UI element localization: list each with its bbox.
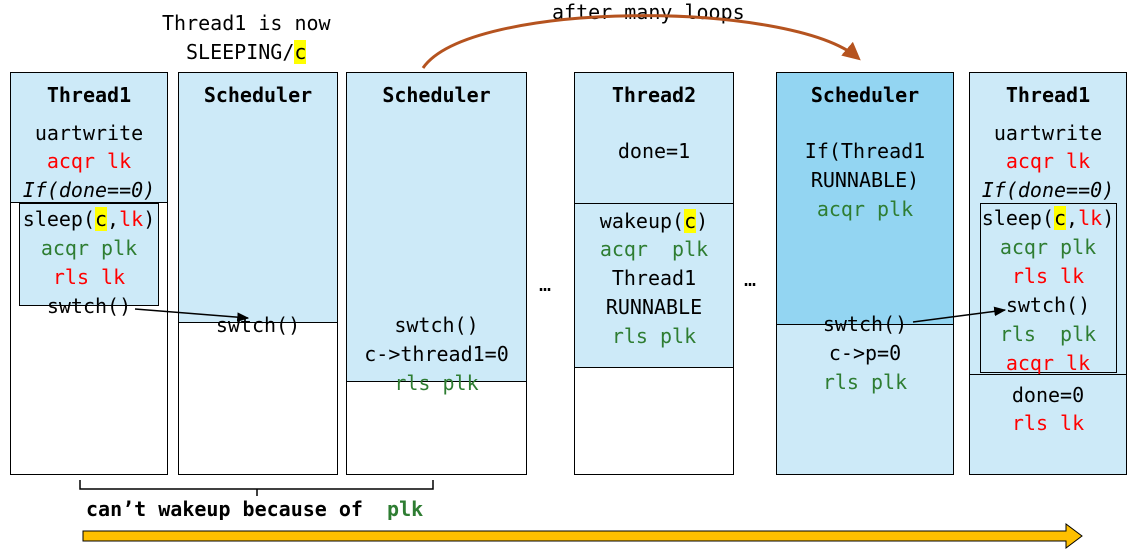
- sleeping-note-line2: SLEEPING/c: [186, 40, 307, 64]
- thread1-b-acqr-plk: acqr plk: [999, 235, 1097, 259]
- thread1-b-acqr-lk: acqr lk: [1005, 149, 1091, 173]
- sleep-comma: ,: [107, 207, 120, 231]
- thread1-b-rls-lk: rls lk: [1011, 264, 1085, 288]
- thread1-b-title: Thread1: [1005, 83, 1091, 107]
- scheduler-b-fill: [347, 73, 526, 382]
- thread1-b-swtch: swtch(): [1005, 293, 1091, 317]
- scheduler-c-runnable: RUNNABLE): [810, 168, 920, 192]
- sleep-fn-b: sleep(: [981, 206, 1054, 230]
- loop-label: after many loops: [552, 0, 745, 24]
- scheduler-c-swtch: swtch(): [822, 312, 908, 336]
- timeline-arrow: [82, 523, 1083, 549]
- sleep-fn: sleep(: [22, 207, 95, 231]
- scheduler-c-fill-bottom: [777, 325, 953, 474]
- footer-text: can’t wakeup because of: [86, 497, 363, 521]
- sleeping-note-line1: Thread1 is now: [162, 11, 331, 35]
- thread1-b-divider: [970, 374, 1126, 375]
- scheduler-c-assign: c->p=0: [828, 341, 902, 365]
- scheduler-b-swtch: swtch(): [394, 313, 479, 337]
- scheduler-c-acqr-plk: acqr plk: [816, 197, 914, 221]
- scheduler-column-c: Scheduler If(Thread1 RUNNABLE) acqr plk …: [776, 72, 954, 475]
- sleep-channel-b: c: [1054, 206, 1067, 230]
- thread2-runnable: RUNNABLE: [605, 295, 703, 319]
- thread2-title: Thread2: [611, 83, 697, 107]
- thread1-column-a: Thread1 uartwrite acqr lk If(done==0) sl…: [10, 72, 168, 475]
- footer-label: can’t wakeup because of plk: [86, 497, 423, 521]
- wakeup-close: ): [696, 209, 709, 233]
- thread2-done: done=1: [617, 139, 691, 163]
- thread1-a-if-done: If(done==0): [22, 178, 156, 202]
- thread2-column: Thread2 done=1 wakeup(c) acqr plk Thread…: [574, 72, 734, 475]
- scheduler-b-assign: c->thread1=0: [364, 342, 509, 366]
- thread2-rls-plk: rls plk: [611, 324, 697, 348]
- scheduler-c-rls-plk: rls plk: [822, 370, 908, 394]
- bracket: [79, 480, 434, 496]
- wakeup-channel: c: [684, 209, 697, 233]
- thread1-a-title: Thread1: [46, 83, 132, 107]
- scheduler-c-title: Scheduler: [810, 83, 920, 107]
- thread2-fill-top: [575, 73, 733, 204]
- switch-arrow-1: [134, 308, 250, 322]
- thread1-b-if-done: If(done==0): [981, 178, 1115, 202]
- loop-arc-arrow: [421, 14, 861, 69]
- sleeping-text: SLEEPING/: [186, 40, 295, 64]
- ellipsis-2: …: [744, 267, 757, 291]
- thread1-a-sleep-call: sleep(c,lk): [11, 207, 167, 231]
- thread1-column-b: Thread1 uartwrite acqr lk If(done==0) sl…: [969, 72, 1127, 475]
- thread1-b-acqr-lk-2: acqr lk: [1005, 351, 1091, 375]
- sleep-close-b: ): [1102, 206, 1115, 230]
- thread1-b-rls-plk: rls plk: [999, 322, 1097, 346]
- thread2-acqr-plk: acqr plk: [599, 237, 709, 261]
- channel-highlight: c: [294, 40, 307, 64]
- sleep-channel: c: [95, 207, 108, 231]
- switch-arrow-2: [912, 306, 1007, 323]
- scheduler-b-rls-plk: rls plk: [394, 371, 479, 395]
- thread1-b-sleep-box: [980, 203, 1117, 373]
- scheduler-a-fill: [179, 73, 337, 323]
- thread1-a-sleep-box: [19, 203, 159, 306]
- scheduler-column-a: Scheduler swtch(): [178, 72, 338, 475]
- scheduler-b-title: Scheduler: [382, 83, 491, 107]
- thread2-thread1: Thread1: [611, 266, 697, 290]
- sleep-lock-b: lk: [1078, 206, 1103, 230]
- sleep-lock: lk: [119, 207, 144, 231]
- sleep-comma-b: ,: [1066, 206, 1079, 230]
- ellipsis-1: …: [539, 272, 552, 296]
- thread1-b-rls-lk-2: rls lk: [1011, 411, 1085, 435]
- thread1-b-done: done=0: [1011, 383, 1085, 407]
- thread1-a-swtch: swtch(): [46, 294, 132, 318]
- thread1-a-uartwrite: uartwrite: [34, 121, 144, 145]
- scheduler-column-b: Scheduler swtch() c->thread1=0 rls plk: [346, 72, 527, 475]
- scheduler-c-if: If(Thread1: [804, 139, 926, 163]
- thread1-a-acqr-lk: acqr lk: [46, 149, 132, 173]
- thread2-wakeup: wakeup(c): [575, 209, 733, 233]
- thread1-a-rls-lk: rls lk: [52, 265, 126, 289]
- scheduler-c-fill: [777, 73, 953, 325]
- sleep-close: ): [143, 207, 156, 231]
- thread1-a-acqr-plk: acqr plk: [40, 236, 138, 260]
- thread1-b-uartwrite: uartwrite: [993, 121, 1103, 145]
- thread1-a-fill: [11, 73, 167, 203]
- thread1-b-sleep-call: sleep(c,lk): [970, 206, 1126, 230]
- scheduler-a-title: Scheduler: [203, 83, 313, 107]
- footer-plk: plk: [387, 497, 424, 521]
- thread2-fill-bottom: [575, 204, 733, 368]
- wakeup-fn: wakeup(: [599, 209, 685, 233]
